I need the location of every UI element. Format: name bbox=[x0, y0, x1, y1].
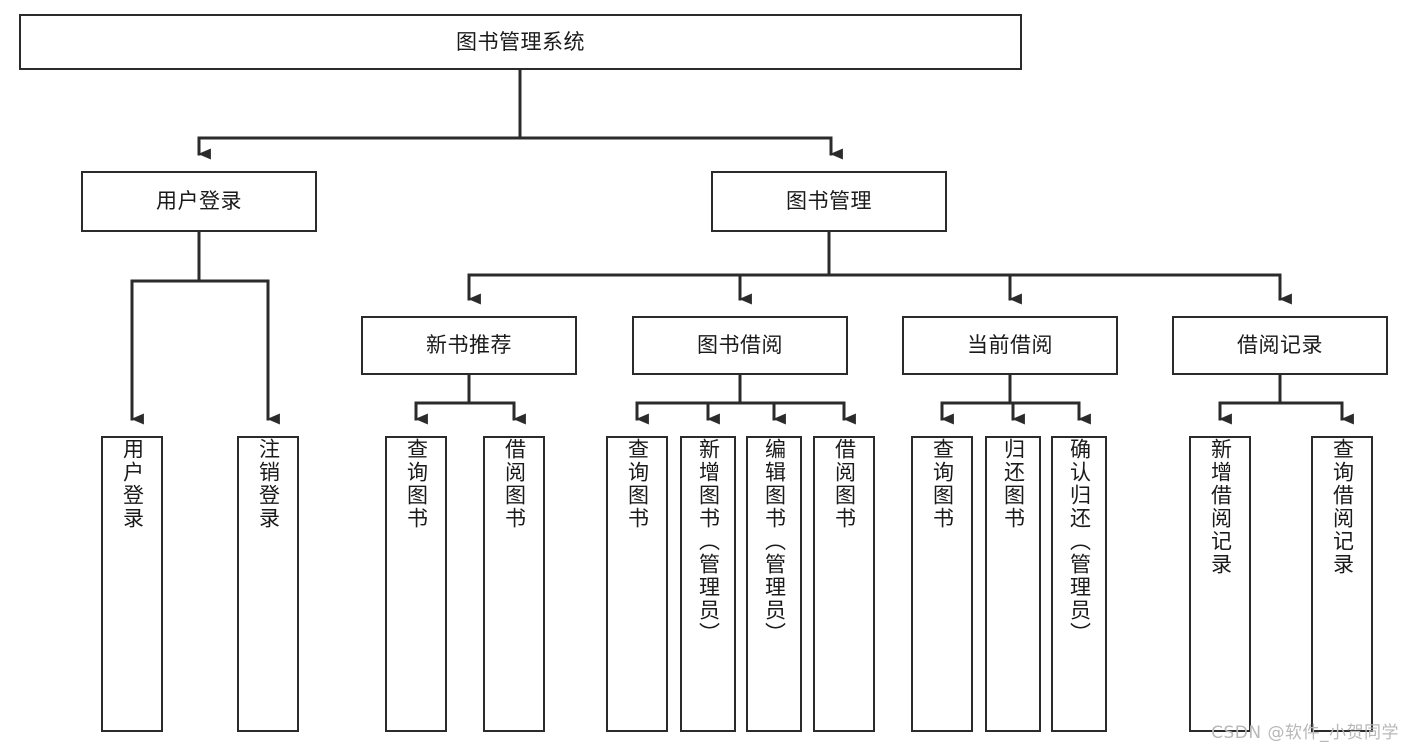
node-new-book-recommend[interactable]: 新书推荐 bbox=[361, 316, 577, 375]
node-root-system[interactable]: 图书管理系统 bbox=[19, 14, 1022, 70]
leaf-add-book-admin[interactable]: 新增图书（管理员） bbox=[680, 436, 736, 732]
leaf-query-book-borrow[interactable]: 查询图书 bbox=[606, 436, 668, 732]
leaf-query-book-current-label: 查询图书 bbox=[930, 438, 955, 530]
leaf-add-borrow-record[interactable]: 新增借阅记录 bbox=[1189, 436, 1251, 732]
leaf-logout-label: 注销登录 bbox=[256, 438, 281, 530]
node-borrow-records[interactable]: 借阅记录 bbox=[1172, 316, 1388, 375]
leaf-query-borrow-record-label: 查询借阅记录 bbox=[1330, 438, 1355, 576]
leaf-query-book-recommend-label: 查询图书 bbox=[404, 438, 429, 530]
node-book-management[interactable]: 图书管理 bbox=[711, 171, 947, 232]
leaf-add-book-admin-label: 新增图书（管理员） bbox=[696, 438, 721, 645]
leaf-logout[interactable]: 注销登录 bbox=[237, 436, 299, 732]
leaf-user-login[interactable]: 用户登录 bbox=[101, 436, 163, 732]
leaf-borrow-book[interactable]: 借阅图书 bbox=[813, 436, 875, 732]
node-book-borrow-label: 图书借阅 bbox=[697, 333, 783, 358]
leaf-return-book-label: 归还图书 bbox=[1001, 438, 1026, 530]
leaf-return-book[interactable]: 归还图书 bbox=[985, 436, 1041, 732]
leaf-query-book-recommend[interactable]: 查询图书 bbox=[385, 436, 447, 732]
leaf-query-borrow-record[interactable]: 查询借阅记录 bbox=[1311, 436, 1373, 732]
leaf-add-borrow-record-label: 新增借阅记录 bbox=[1208, 438, 1233, 576]
node-root-system-label: 图书管理系统 bbox=[456, 29, 585, 54]
node-book-borrow[interactable]: 图书借阅 bbox=[632, 316, 848, 375]
leaf-confirm-return-admin[interactable]: 确认归还（管理员） bbox=[1051, 436, 1107, 732]
node-new-book-recommend-label: 新书推荐 bbox=[426, 333, 512, 358]
leaf-edit-book-admin[interactable]: 编辑图书（管理员） bbox=[746, 436, 802, 732]
leaf-borrow-book-label: 借阅图书 bbox=[832, 438, 857, 530]
node-current-borrow[interactable]: 当前借阅 bbox=[902, 316, 1118, 375]
leaf-query-book-current[interactable]: 查询图书 bbox=[911, 436, 973, 732]
leaf-user-login-label: 用户登录 bbox=[120, 438, 145, 530]
leaf-query-book-borrow-label: 查询图书 bbox=[625, 438, 650, 530]
node-user-login-label: 用户登录 bbox=[156, 189, 242, 214]
node-current-borrow-label: 当前借阅 bbox=[967, 333, 1053, 358]
node-borrow-records-label: 借阅记录 bbox=[1237, 333, 1323, 358]
leaf-borrow-book-recommend-label: 借阅图书 bbox=[502, 438, 527, 530]
node-book-management-label: 图书管理 bbox=[786, 189, 872, 214]
leaf-edit-book-admin-label: 编辑图书（管理员） bbox=[762, 438, 787, 645]
leaf-confirm-return-admin-label: 确认归还（管理员） bbox=[1067, 438, 1092, 645]
leaf-borrow-book-recommend[interactable]: 借阅图书 bbox=[483, 436, 545, 732]
node-user-login[interactable]: 用户登录 bbox=[81, 171, 317, 232]
